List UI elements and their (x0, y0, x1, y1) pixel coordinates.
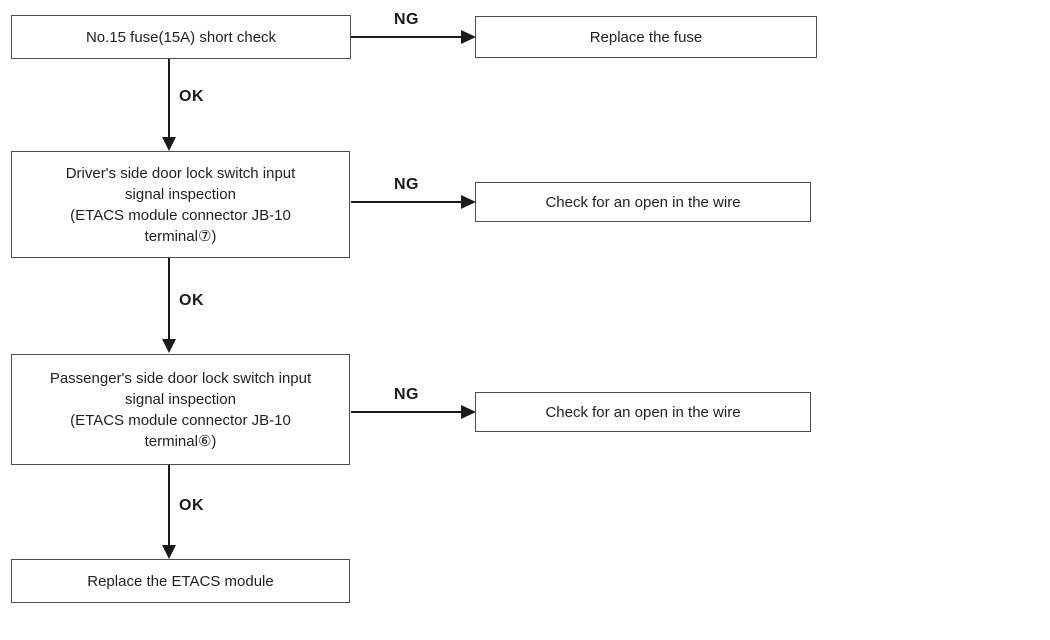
ng-arrow-line-2 (351, 201, 462, 203)
arrowhead-down-icon-2 (162, 339, 176, 353)
ok-arrow-line-1 (168, 59, 170, 138)
edge-label-ok-3: OK (179, 497, 204, 514)
flow-box-check-open-wire-2: Check for an open in the wire (475, 392, 811, 432)
edge-label-ok-1: OK (179, 88, 204, 105)
edge-label-ng-1: NG (394, 11, 419, 28)
flow-box-replace-fuse: Replace the fuse (475, 16, 817, 58)
ng-arrow-line-3 (351, 411, 462, 413)
ok-arrow-line-3 (168, 465, 170, 545)
edge-label-ng-3: NG (394, 386, 419, 403)
arrowhead-right-icon-1 (461, 30, 476, 44)
ng-arrow-line-1 (351, 36, 462, 38)
arrowhead-down-icon-3 (162, 545, 176, 559)
flow-box-fuse-short-check: No.15 fuse(15A) short check (11, 15, 351, 59)
arrowhead-right-icon-2 (461, 195, 476, 209)
flow-box-passenger-door-lock-inspection: Passenger's side door lock switch input … (11, 354, 350, 465)
ok-arrow-line-2 (168, 258, 170, 339)
flow-box-replace-etacs-module: Replace the ETACS module (11, 559, 350, 603)
edge-label-ng-2: NG (394, 176, 419, 193)
flow-box-driver-door-lock-inspection: Driver's side door lock switch input sig… (11, 151, 350, 258)
arrowhead-right-icon-3 (461, 405, 476, 419)
flow-box-check-open-wire-1: Check for an open in the wire (475, 182, 811, 222)
arrowhead-down-icon-1 (162, 137, 176, 151)
edge-label-ok-2: OK (179, 292, 204, 309)
